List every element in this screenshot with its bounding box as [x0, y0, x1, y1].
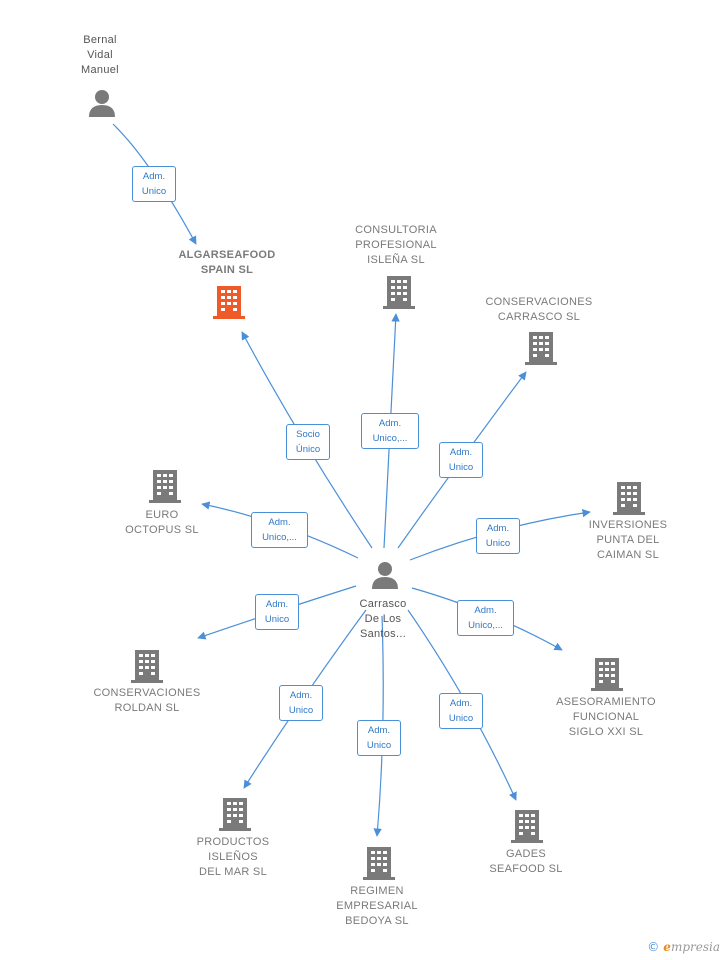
building-icon[interactable]	[524, 330, 558, 366]
edge-label-carrasco-conservaciones-carrasco[interactable]: Adm. Unico	[439, 442, 483, 478]
company-label-inversiones[interactable]: INVERSIONES PUNTA DEL CAIMAN SL	[588, 519, 668, 561]
person-label-carrasco[interactable]: Carrasco De Los Santos...	[359, 598, 407, 640]
company-label-euro-octopus[interactable]: EURO OCTOPUS SL	[125, 509, 199, 536]
company-label-asesoramiento[interactable]: ASESORAMIENTO FUNCIONAL SIGLO XXI SL	[556, 696, 656, 738]
edge-label-carrasco-gades[interactable]: Adm. Unico	[439, 693, 483, 729]
company-label-conservaciones-roldan[interactable]: CONSERVACIONES ROLDAN SL	[93, 687, 201, 714]
building-icon-highlighted[interactable]	[212, 284, 246, 320]
company-label-conservaciones-carrasco[interactable]: CONSERVACIONES CARRASCO SL	[485, 296, 593, 323]
building-icon[interactable]	[590, 656, 624, 692]
edge-label-carrasco-regimen[interactable]: Adm. Unico	[357, 720, 401, 756]
building-icon[interactable]	[510, 808, 544, 844]
brand-initial: e	[663, 940, 671, 954]
edge-label-carrasco-productos[interactable]: Adm. Unico	[279, 685, 323, 721]
building-icon[interactable]	[130, 648, 164, 684]
building-icon[interactable]	[218, 796, 252, 832]
edge-label-carrasco-algarseafood[interactable]: Socio Único	[286, 424, 330, 460]
person-icon[interactable]	[370, 560, 400, 590]
edge-label-carrasco-inversiones[interactable]: Adm. Unico	[476, 518, 520, 554]
copyright-icon: ©	[647, 940, 660, 954]
company-label-regimen[interactable]: REGIMEN EMPRESARIAL BEDOYA SL	[336, 885, 418, 927]
person-icon[interactable]	[87, 88, 117, 118]
edge-label-carrasco-euro-octopus[interactable]: Adm. Unico,...	[251, 512, 308, 548]
company-label-productos[interactable]: PRODUCTOS ISLEÑOS DEL MAR SL	[196, 836, 270, 878]
edge-label-carrasco-consultoria[interactable]: Adm. Unico,...	[361, 413, 419, 449]
person-label-bernal[interactable]: Bernal Vidal Manuel	[81, 34, 119, 76]
company-label-algarseafood[interactable]: ALGARSEAFOOD SPAIN SL	[178, 249, 276, 276]
edge-label-bernal-algarseafood[interactable]: Adm. Unico	[132, 166, 176, 202]
building-icon[interactable]	[148, 468, 182, 504]
brand-name: mpresia	[670, 940, 720, 954]
company-label-gades[interactable]: GADES SEAFOOD SL	[489, 848, 563, 875]
edge-label-carrasco-conservaciones-roldan[interactable]: Adm. Unico	[255, 594, 299, 630]
edge-label-carrasco-asesoramiento[interactable]: Adm. Unico,...	[457, 600, 514, 636]
building-icon[interactable]	[382, 274, 416, 310]
company-label-consultoria[interactable]: CONSULTORIA PROFESIONAL ISLEÑA SL	[355, 224, 437, 266]
building-icon[interactable]	[612, 480, 646, 516]
watermark-logo: ©empresia	[647, 940, 720, 954]
building-icon[interactable]	[362, 845, 396, 881]
